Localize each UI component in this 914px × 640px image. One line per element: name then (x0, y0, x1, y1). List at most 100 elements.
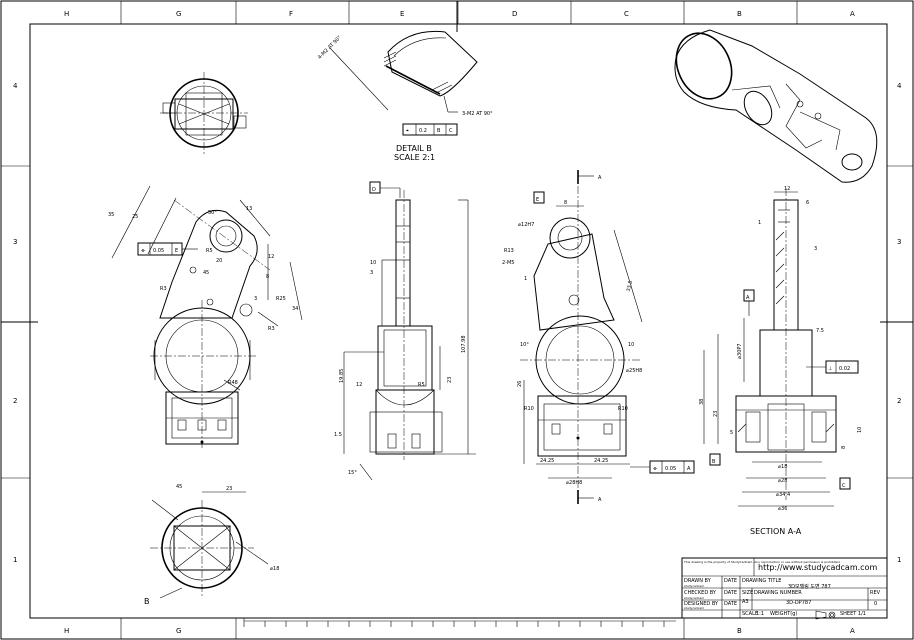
svg-text:10: 10 (628, 342, 634, 348)
svg-text:20: 20 (216, 258, 222, 264)
svg-text:24.25: 24.25 (540, 458, 554, 464)
svg-text:0.05: 0.05 (665, 466, 676, 472)
svg-text:SHEET 1/1: SHEET 1/1 (840, 611, 866, 617)
svg-text:R48: R48 (228, 380, 238, 386)
svg-text:0.2: 0.2 (419, 128, 427, 134)
svg-text:R5: R5 (206, 248, 213, 254)
datum-d-box (369, 181, 381, 194)
svg-text:34: 34 (292, 306, 298, 312)
svg-text:12: 12 (356, 382, 362, 388)
zone-top-b: B (737, 10, 742, 18)
svg-text:DESIGNED BY: DESIGNED BY (684, 601, 719, 607)
svg-text:3: 3 (254, 296, 257, 302)
svg-text:4: 4 (203, 270, 206, 276)
zone-left-4: 4 (13, 82, 18, 90)
svg-text:⌀12H7: ⌀12H7 (518, 222, 534, 228)
svg-text:C: C (842, 483, 846, 489)
zone-bottom-g: G (176, 627, 181, 635)
zone-top-e: E (400, 10, 404, 18)
zone-bottom-b: B (737, 627, 742, 635)
title-notice: This drawing is the property of StudyCad… (683, 560, 841, 564)
side-view: D 10 3 19.85 107.98 23 R5 12 1.5 15° (334, 181, 476, 481)
top-view (160, 72, 248, 154)
svg-text:A3: A3 (742, 599, 749, 605)
zone-top-h: H (64, 10, 69, 18)
detail-title: DETAIL B (396, 144, 432, 153)
zone-left-1: 1 (13, 556, 17, 564)
svg-text:1.5: 1.5 (334, 432, 342, 438)
svg-text:SIZE: SIZE (742, 590, 753, 596)
svg-text:7.5: 7.5 (816, 328, 824, 334)
section-fcf: ⊥ 0.02 (806, 360, 859, 374)
svg-text:⊥: ⊥ (828, 366, 832, 372)
svg-text:WEIGHT(g): WEIGHT(g) (770, 611, 797, 617)
drawing-number: 3D-DP787 (786, 600, 811, 606)
svg-text:26: 26 (517, 381, 523, 387)
svg-text:studycadcam: studycadcam (684, 606, 704, 610)
svg-text:DATE: DATE (724, 590, 737, 596)
svg-text:12: 12 (268, 254, 274, 260)
zone-right-2: 2 (897, 397, 901, 405)
section-view: A B C ⊥ 0.02 12 6 1 3 ⌀30P7 7.5 38 23 (699, 186, 863, 536)
svg-text:⌀30P7: ⌀30P7 (737, 343, 743, 359)
section-title: SECTION A-A (750, 527, 802, 536)
svg-text:C: C (449, 128, 453, 134)
right-view: A A E 8 ⌀12H7 R13 2-M5 33.5 1 10° 10 ⌀25… (502, 170, 695, 504)
svg-text:R10: R10 (618, 406, 628, 412)
svg-text:⌯: ⌯ (653, 466, 657, 472)
svg-text:D: D (372, 187, 376, 193)
svg-text:E: E (175, 248, 178, 254)
svg-text:SCALE: SCALE (742, 611, 758, 617)
svg-text:5: 5 (206, 270, 209, 276)
svg-text:A: A (687, 466, 691, 472)
svg-text:23: 23 (447, 377, 453, 383)
projection-symbol (815, 610, 836, 620)
svg-text:⌀28: ⌀28 (778, 478, 787, 484)
zone-labels: H G F E D C B A H G B A 4 3 2 1 4 3 2 1 (13, 10, 902, 635)
svg-text:DRAWING NUMBER: DRAWING NUMBER (754, 590, 802, 596)
svg-text:45: 45 (176, 484, 182, 490)
datum-e-box (533, 191, 545, 204)
svg-text:0: 0 (874, 601, 877, 607)
svg-text:REV: REV (870, 590, 881, 596)
svg-text:⌖: ⌖ (406, 128, 409, 134)
zone-top-f: F (289, 10, 293, 18)
detail-b: 4-M2 AT 90° 3-M2 AT 90° ⌖ 0.2 B C DETAIL… (317, 30, 493, 162)
svg-text:R25: R25 (276, 296, 286, 302)
svg-text:R3: R3 (268, 326, 275, 332)
svg-text:10°: 10° (520, 342, 529, 348)
detail-note-right: 3-M2 AT 90° (462, 111, 493, 117)
svg-text:DATE: DATE (724, 578, 737, 584)
zone-bottom-a: A (850, 627, 855, 635)
detail-fcf: ⌖ 0.2 B C (402, 123, 458, 136)
svg-text:6: 6 (806, 200, 809, 206)
svg-text:19.85: 19.85 (339, 369, 345, 383)
svg-text:50°: 50° (208, 210, 217, 216)
datum-c-box (839, 477, 851, 490)
svg-text:33.5: 33.5 (626, 280, 635, 292)
svg-text:R5: R5 (418, 382, 425, 388)
svg-text:24.25: 24.25 (594, 458, 608, 464)
view-label-b: B (144, 597, 150, 606)
svg-text:⌀28H8: ⌀28H8 (566, 480, 582, 486)
drawing-title: 3D모델링 도면 787 (788, 583, 831, 590)
svg-text:12: 12 (784, 186, 790, 192)
zone-top-g: G (176, 10, 181, 18)
svg-text:⌀36: ⌀36 (778, 506, 787, 512)
svg-text:A: A (746, 295, 750, 301)
svg-text:0.05: 0.05 (153, 248, 164, 254)
svg-text:1: 1 (524, 276, 527, 282)
svg-text:E: E (536, 197, 539, 203)
svg-text:DATE: DATE (724, 601, 737, 607)
svg-text:DRAWN BY: DRAWN BY (684, 578, 712, 584)
isometric-view (674, 29, 878, 183)
svg-text:R13: R13 (504, 248, 514, 254)
svg-text:CHECKED BY: CHECKED BY (684, 590, 717, 596)
svg-text:A: A (598, 175, 602, 181)
svg-text:⌀25H8: ⌀25H8 (626, 368, 642, 374)
zone-right-1: 1 (897, 556, 901, 564)
svg-text:107.98: 107.98 (461, 336, 467, 354)
zone-left-2: 2 (13, 397, 17, 405)
svg-text:0.02: 0.02 (839, 366, 850, 372)
svg-text:8: 8 (266, 274, 269, 280)
